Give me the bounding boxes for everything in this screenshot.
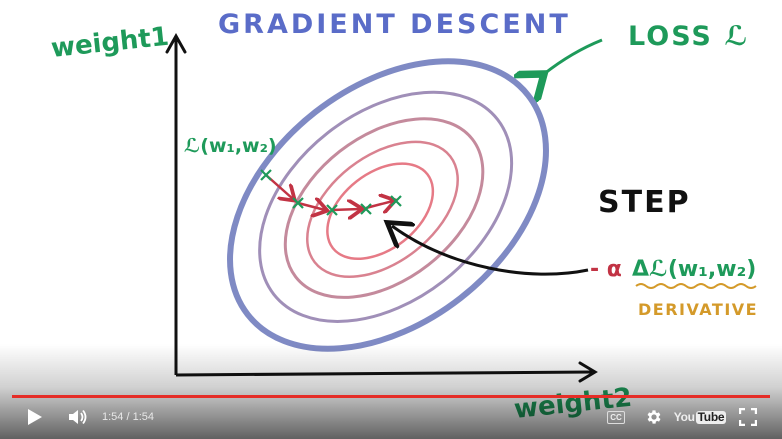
- gear-icon: [647, 410, 661, 424]
- controls-gradient: [0, 344, 782, 439]
- cc-icon: CC: [607, 410, 625, 424]
- contour-3: [283, 117, 485, 299]
- formula-minus-alpha: - α: [590, 257, 622, 282]
- board-title: GRADIENT DESCENT: [218, 9, 571, 40]
- loss-label: LOSS ℒ: [628, 21, 749, 52]
- play-button[interactable]: [12, 399, 58, 435]
- y-axis: [165, 32, 187, 375]
- play-icon: [28, 409, 42, 425]
- contour-2: [258, 90, 514, 323]
- y-axis-label: weight1: [50, 22, 171, 64]
- contour-outer: [227, 58, 549, 352]
- time-display: 1:54 / 1:54: [102, 411, 154, 423]
- derivative-label: DERIVATIVE: [638, 300, 758, 319]
- volume-icon: [69, 409, 87, 425]
- progress-fill: [12, 395, 770, 398]
- step-markers: [260, 169, 402, 216]
- contour-4: [306, 140, 459, 278]
- captions-button[interactable]: CC: [598, 399, 634, 435]
- loss-arrow: [544, 38, 603, 74]
- formula-gradient: Δℒ(w₁,w₂): [632, 257, 756, 282]
- player-controls: 1:54 / 1:54 CC You Tube: [0, 399, 782, 435]
- youtube-button[interactable]: You Tube: [673, 399, 727, 435]
- step-label: STEP: [598, 185, 691, 220]
- minus-alpha: - α: [590, 257, 622, 282]
- volume-button[interactable]: [58, 399, 98, 435]
- youtube-logo-you: You: [673, 410, 695, 424]
- fullscreen-icon: [739, 408, 757, 426]
- step-arrow: [392, 226, 589, 276]
- progress-bar[interactable]: [12, 395, 770, 398]
- youtube-logo-icon: You Tube: [673, 409, 727, 424]
- youtube-logo-tube: Tube: [695, 409, 727, 424]
- loss-contours: [227, 58, 549, 352]
- settings-button[interactable]: [634, 399, 674, 435]
- point-label: ℒ(w₁,w₂): [184, 135, 277, 157]
- derivative-underline: [635, 283, 757, 289]
- fullscreen-button[interactable]: [726, 399, 770, 435]
